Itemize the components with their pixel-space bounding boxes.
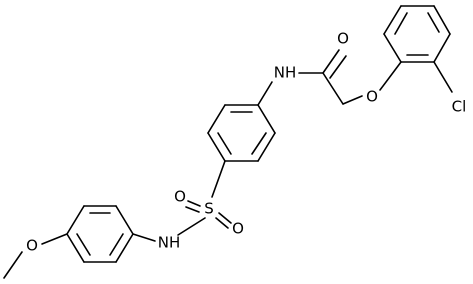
bond-chloro [433, 61, 453, 93]
bond-methoxyphenyl-ring-inner-3 [109, 233, 124, 256]
bond-chlorophenyl-ring-4 [433, 33, 451, 63]
bond-central-ring-6 [257, 104, 276, 134]
bond-sulfur-to-nh [177, 217, 206, 236]
atom-sulfonamide-nh-label: NH [158, 234, 181, 252]
bond-methoxyphenyl-ring-inner-2 [76, 233, 91, 256]
atom-sulfonyl-oxygen-left-label: O [174, 188, 186, 206]
bond-sulfonyl-left-1 [187, 200, 201, 207]
atom-amide-nh-label: NH [274, 64, 297, 82]
bond-central-ring-2 [207, 104, 226, 134]
bond-ether-to-ring [379, 61, 402, 91]
bond-chlorophenyl-ring-inner-2 [427, 12, 440, 33]
bond-chlorophenyl-ring-1 [383, 5, 402, 35]
atom-ether-oxygen-label: O [366, 88, 378, 106]
atom-methoxy-oxygen-label: O [26, 237, 38, 255]
bond-amide-n-to-ring [257, 81, 273, 106]
atom-sulfonyl-oxygen-right-label: O [232, 220, 244, 238]
bond-central-ring-inner-2 [217, 132, 232, 155]
bond-methoxyphenyl-ring-4 [66, 233, 85, 263]
bond-methoxyphenyl-ring-1 [115, 205, 134, 235]
bond-ring-to-methoxy-o [41, 233, 68, 245]
bond-layer [3, 5, 453, 279]
bond-methoxyphenyl-ring-3 [66, 205, 85, 235]
bond-central-ring-inner-3 [251, 132, 267, 155]
bond-chlorophenyl-ring-inner-1 [394, 12, 408, 35]
bond-sulfonyl-left-2 [185, 206, 200, 213]
atom-carbonyl-oxygen-label: O [337, 30, 349, 48]
bond-carbonyl-double-1 [322, 49, 340, 74]
bond-methoxy-o-to-methyl [3, 251, 23, 279]
bond-sulfonyl-right-1 [218, 212, 232, 224]
bond-nh-to-methoxyphenyl [132, 233, 156, 242]
bond-ring-to-sulfur [211, 160, 226, 198]
bond-central-ring-5 [257, 132, 276, 162]
atom-sulfur-label: S [204, 200, 214, 218]
bond-methoxyphenyl-ring-6 [115, 233, 134, 263]
bond-central-ring-3 [207, 132, 226, 162]
bond-carbonyl-double-2 [329, 55, 347, 79]
atom-chloro-label: Cl [452, 98, 467, 116]
bond-chlorophenyl-ring-6 [383, 33, 402, 63]
bond-methylene-to-carbonyl [322, 72, 344, 105]
bond-sulfonyl-right-2 [215, 217, 229, 229]
bond-chlorophenyl-ring-3 [433, 5, 451, 35]
bond-ether-to-methylene [342, 95, 363, 105]
